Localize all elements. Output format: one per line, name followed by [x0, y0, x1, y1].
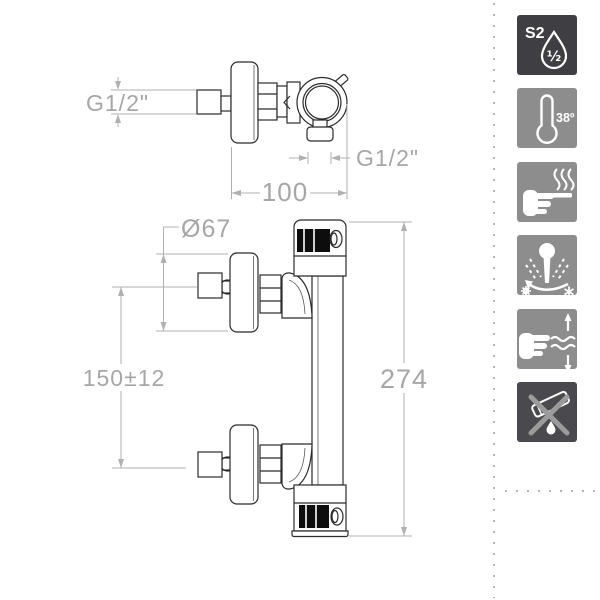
front-top-flange: [229, 252, 259, 333]
front-bottom-handle-base: [291, 530, 349, 538]
water-flow-waves: [550, 335, 576, 351]
front-bottom-hex-nut: [259, 444, 282, 484]
top-view-drawing: [196, 61, 349, 144]
dimension-overall-height: 274: [349, 221, 428, 537]
front-bottom-handle-band: [299, 505, 329, 528]
drop-icon: [546, 421, 556, 435]
dimension-outlet-thread: G1/2": [289, 145, 419, 171]
dimension-label-overall-height: 274: [380, 364, 428, 394]
top-inlet-connector: [196, 89, 222, 115]
half-inch-label: ½: [547, 49, 562, 65]
dimension-label-inlet-spacing: 150±12: [83, 365, 166, 391]
dimension-label-outlet-thread: G1/2": [356, 145, 419, 171]
temperature-control-icon: [517, 235, 577, 297]
front-top-connector: [197, 272, 223, 299]
hot-sun-icon: [521, 286, 531, 296]
front-bottom-elbow: [281, 443, 313, 490]
heat-waves-icon: [553, 168, 575, 191]
front-bottom-connector: [197, 451, 223, 478]
pointing-hand-icon: [523, 190, 572, 216]
dimension-inlet-spacing: 150±12: [83, 286, 197, 469]
top-body-notch: [283, 95, 291, 110]
dimension-label-flange-diameter: Ø67: [181, 215, 231, 243]
dimension-label-inlet-thread: G1/2": [86, 90, 149, 116]
front-bottom-handle-button: [330, 507, 344, 526]
dimension-inlet-thread: G1/2": [86, 77, 196, 127]
front-bottom-flange: [229, 424, 259, 505]
top-outlet-stub: [306, 126, 334, 142]
cool-touch-icon: [517, 162, 577, 222]
top-hex-nut: [257, 82, 278, 121]
front-view-drawing: [197, 219, 349, 538]
temperature-value: 38º: [556, 111, 575, 125]
hand-icon: [519, 333, 550, 359]
front-top-elbow: [281, 272, 313, 319]
front-top-hex-nut: [259, 274, 282, 314]
water-drop-icon: [540, 30, 568, 70]
front-column: [311, 275, 344, 486]
prohibition-cross-icon: [528, 394, 570, 436]
flow-control-icon: [517, 309, 577, 373]
s2-half-inch-icon: S2 ½: [517, 15, 577, 75]
no-aggressive-cleaners-icon: [517, 382, 577, 442]
temperature-38-icon: 38º: [517, 88, 577, 148]
swing-arrow: [529, 282, 569, 291]
dimension-label-100: 100: [262, 177, 308, 207]
dimension-flange-diameter: Ø67: [156, 215, 231, 332]
top-inlet-tube: [220, 95, 232, 112]
s2-label: S2: [525, 25, 545, 42]
lever-icon: [539, 243, 555, 283]
thermometer-icon: [536, 94, 558, 144]
front-top-handle-button: [329, 229, 343, 249]
cold-snowflake-icon: [564, 286, 574, 297]
dimension-100: 100: [231, 104, 348, 207]
